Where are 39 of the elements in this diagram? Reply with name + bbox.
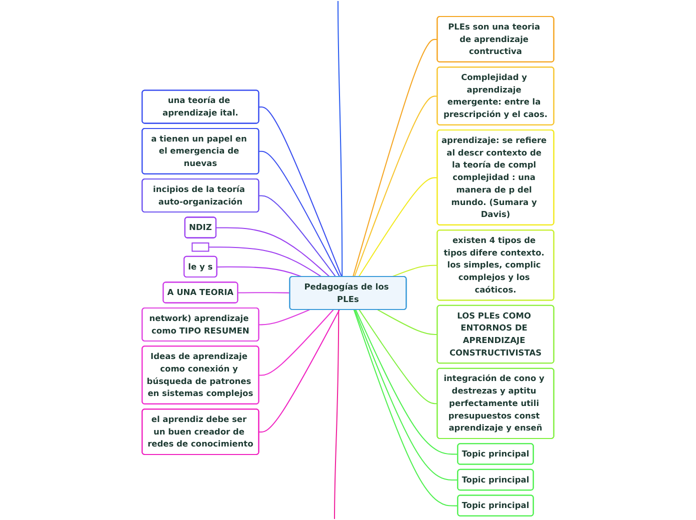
connector-line	[259, 150, 340, 277]
topic-node: una teoría de aprendizaje ital.	[142, 90, 260, 124]
topic-node: A UNA TEORIA	[162, 282, 238, 304]
topic-node: LOS PLEs COMO ENTORNOS DE APRENDIZAJE CONSTRUCTIVISTAS	[436, 304, 554, 364]
topic-node: PLEs son una teoria de aprendizaje contructiva	[436, 16, 554, 62]
connector-line	[338, 1, 343, 276]
topic-node: Topic principal	[457, 494, 534, 516]
topic-node: Topic principal	[457, 468, 534, 491]
topic-node	[192, 242, 210, 252]
connector-line	[208, 246, 322, 278]
connector-line	[358, 310, 438, 404]
connector-line	[378, 309, 438, 336]
connector-line	[259, 309, 310, 326]
central-topic-node: Pedagogías de los PLEs	[289, 276, 407, 310]
connector-line	[238, 292, 290, 294]
connector-line	[259, 106, 342, 277]
topic-node: el aprendiz debe ser un buen creador de redes de conocimiento	[142, 408, 260, 455]
connector-line	[354, 96, 438, 277]
topic-node: incipios de la teoría auto-organización	[142, 178, 260, 213]
topic-node: Complejidad y aprendizaje emergente: entre la prescripción y el caos.	[436, 66, 554, 126]
topic-node: a tienen un papel en el emergencia de nuevas	[142, 128, 260, 174]
connector-line	[216, 227, 330, 278]
connector-line	[259, 195, 336, 278]
connector-line	[334, 310, 340, 519]
connector-line	[355, 310, 458, 455]
topic-node: Ideas de aprendizaje como conexión y búsqueda de patrones en sistemas complejos	[142, 346, 260, 404]
topic-node: Topic principal	[457, 443, 534, 465]
connector-line	[259, 310, 340, 433]
topic-node: aprendizaje: se refiere al descr contexto de la teoría de compl complejidad : una manera de p del mundo. (Sumara y Davis)	[436, 130, 554, 226]
topic-node: integración de cono y destrezas y aptitu perfectamente utili presupuestos const aprendizaje y enseñ	[436, 368, 554, 439]
topic-node: le y s	[184, 256, 218, 278]
connector-line	[259, 309, 334, 376]
connector-line	[217, 266, 302, 278]
connector-line	[358, 177, 438, 278]
topic-node: network) aprendizaje como TIPO RESUMEN	[142, 307, 260, 342]
connector-line	[392, 264, 438, 278]
topic-node: NDIZ	[184, 216, 217, 238]
topic-node: existen 4 tipos de tipos difere contexto. los simples, complic complejos y los caóticos.	[436, 230, 554, 301]
connector-line	[352, 38, 438, 277]
